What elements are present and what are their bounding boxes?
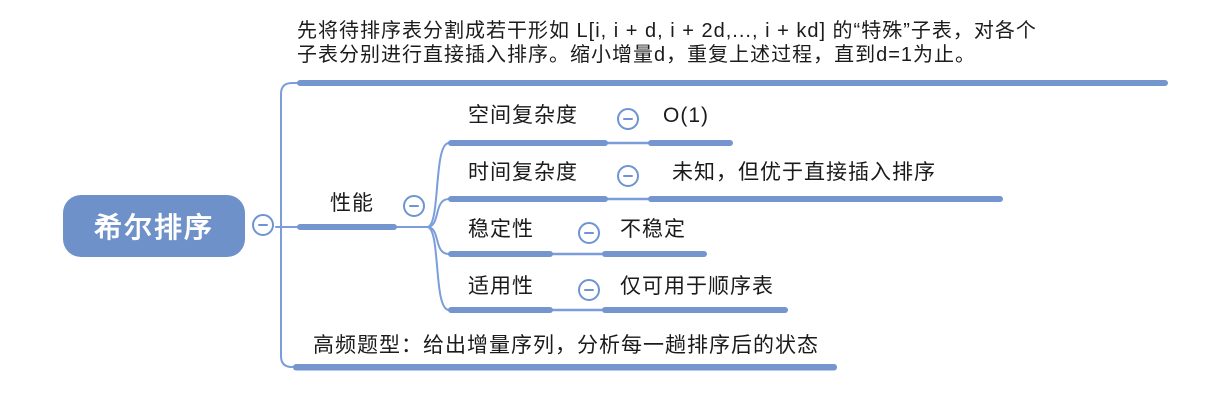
performance-underline <box>297 224 397 230</box>
definition-line-2: 子表分别进行直接插入排序。缩小增量d，重复上述过程，直到d=1为止。 <box>297 44 977 66</box>
applicability-collapse-button[interactable] <box>578 279 600 301</box>
value-applicability[interactable]: 仅可用于顺序表 <box>620 275 774 298</box>
root-collapse-button[interactable] <box>252 214 274 236</box>
row4-topic-underline <box>448 307 553 313</box>
value-space-complexity[interactable]: O(1) <box>663 104 709 127</box>
subtopic-stability[interactable]: 稳定性 <box>468 218 534 241</box>
definition-topic-text[interactable]: 先将待排序表分割成若干形如 L[i, i + d, i + 2d,..., i … <box>297 19 1037 67</box>
fan-curve-1 <box>426 142 450 228</box>
fan-curve-3 <box>426 226 450 255</box>
minus-icon <box>409 204 419 208</box>
time-complexity-collapse-button[interactable] <box>617 165 639 187</box>
subtopic-time-complexity[interactable]: 时间复杂度 <box>468 161 578 184</box>
exam-underline <box>293 364 837 371</box>
subtopic-space-complexity[interactable]: 空间复杂度 <box>468 104 578 127</box>
definition-underline <box>297 80 1168 86</box>
space-complexity-collapse-button[interactable] <box>617 108 639 130</box>
root-topic-label: 希尔排序 <box>93 212 214 243</box>
row3-topic-underline <box>448 251 553 257</box>
row1-topic-underline <box>448 140 608 146</box>
performance-collapse-button[interactable] <box>403 195 425 217</box>
row3-value-underline <box>602 251 707 257</box>
row1-value-underline <box>648 140 733 146</box>
spine-line <box>280 82 301 368</box>
minus-icon <box>623 174 633 178</box>
fan-curve-4 <box>426 226 450 311</box>
root-topic-shell-sort[interactable]: 希尔排序 <box>63 195 245 257</box>
row4-value-underline <box>602 307 788 313</box>
subtopic-applicability[interactable]: 适用性 <box>468 275 534 298</box>
definition-line-1: 先将待排序表分割成若干形如 L[i, i + d, i + 2d,..., i … <box>297 20 1037 42</box>
minus-icon <box>584 231 594 235</box>
minus-icon <box>584 288 594 292</box>
performance-topic[interactable]: 性能 <box>330 192 374 215</box>
stability-collapse-button[interactable] <box>578 222 600 244</box>
row2-topic-underline <box>448 196 608 202</box>
minus-icon <box>258 223 268 227</box>
value-stability[interactable]: 不稳定 <box>620 218 686 241</box>
value-time-complexity[interactable]: 未知，但优于直接插入排序 <box>672 161 936 184</box>
fan-curve-2 <box>426 198 450 228</box>
exam-topic-text[interactable]: 高频题型：给出增量序列，分析每一趟排序后的状态 <box>313 334 819 357</box>
row2-value-underline <box>648 196 1003 202</box>
minus-icon <box>623 117 633 121</box>
